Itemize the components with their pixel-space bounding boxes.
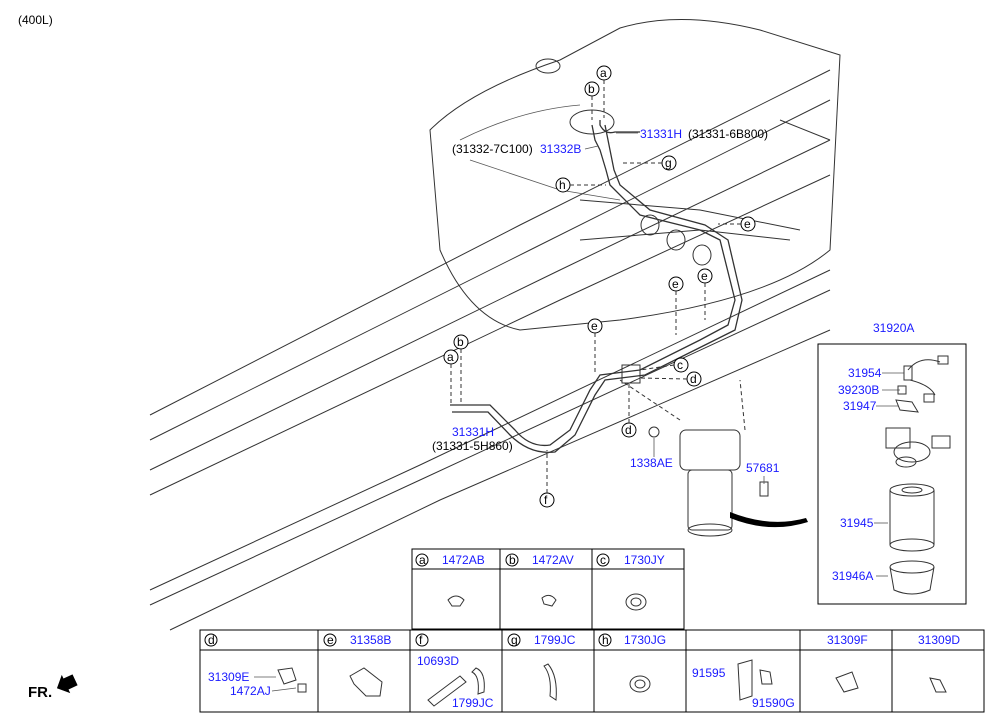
part-31946a: 31946A [832,569,873,583]
marker-c: c [677,358,683,372]
connector-31309f-icon [835,671,859,693]
marker-e-2: e [701,269,708,283]
legend-d-part-1472aj: 1472AJ [230,684,271,698]
legend-d-part-31309e: 31309E [208,670,249,684]
label-57681: 57681 [746,461,780,475]
pipe-label-31331h-bottom: 31331H [452,425,494,439]
label-1338ae: 1338AE [630,456,673,470]
marker-d-1: d [690,372,697,386]
diagram-markers: a b g h e e e e c d d b a f [443,65,756,508]
part-31945: 31945 [840,516,874,530]
marker-a-top: a [600,66,607,80]
part-39230b: 39230B [838,383,879,397]
legend-e-letter: e [327,633,334,647]
legend-f-part-1799jc: 1799JC [452,696,494,710]
legend-col7-part: 31309F [827,633,868,647]
part-31947: 31947 [843,399,877,413]
filter-assembly-box: 31920A 31954 39230B 31947 31945 31946A [817,321,967,605]
legend-top-row: a 1472AB b 1472AV c 1730JY [411,548,685,630]
part-31954: 31954 [848,366,882,380]
legend-b-letter: b [509,553,516,567]
marker-b-top: b [588,82,595,96]
marker-e-3: e [672,277,679,291]
pipe-label-31331h-top: 31331H [640,127,682,141]
legend-misc-part-91590g: 91590G [752,696,795,710]
fuel-pipes [450,120,743,454]
pipe-ref-31332-7c100: (31332-7C100) [452,142,533,156]
legend-c-part: 1730JY [624,553,665,567]
marker-e-1: e [744,217,751,231]
front-arrow-icon [56,674,78,694]
pipe-ref-31331-6b800: (31331-6B800) [688,127,768,141]
legend-bottom-row: d 31309E 1472AJ e 31358B f 10693D 1799JC… [199,629,985,713]
marker-e-4: e [591,319,598,333]
legend-h-part: 1730JG [624,633,666,647]
fuel-tank [429,19,841,331]
legend-h-letter: h [602,633,609,647]
marker-f: f [544,493,548,507]
legend-c-letter: c [600,553,606,567]
clip-1472av-icon [541,594,557,607]
clip-1472ab-icon [447,595,465,607]
bracket-91595-icon [737,659,753,701]
legend-f-letter: f [419,633,423,647]
clamp-31358b-icon [349,667,383,697]
marker-d-2: d [625,423,632,437]
marker-h: h [559,178,566,192]
grommet-1730jy-icon [625,593,647,611]
tank-cap [535,58,561,74]
assembly-title: 31920A [873,321,914,335]
grommet-1730jg-icon [629,675,651,693]
variant-label: (400L) [18,13,53,27]
legend-col8-part: 31309D [918,633,960,647]
clip-91590g-icon [759,669,773,685]
connector-31309e-icon [277,667,297,685]
marker-b-bottom: b [457,335,464,349]
marker-g: g [665,156,672,170]
legend-b-part: 1472AV [532,553,574,567]
fuel-filter-on-frame [619,364,808,537]
tie-1799jc-g-icon [543,663,557,701]
tie-1799jc-icon [471,667,485,695]
legend-d-letter: d [208,633,215,647]
clip-1472aj-icon [297,683,307,693]
legend-a-part: 1472AB [442,553,485,567]
tube-10693d-icon [427,675,467,707]
legend-g-part: 1799JC [534,633,576,647]
legend-misc-part-91595: 91595 [692,666,726,680]
pipe-ref-31331-5h860: (31331-5H860) [432,439,513,453]
legend-g-letter: g [511,633,518,647]
pipe-label-31332b: 31332B [540,142,581,156]
frame-rails [149,69,831,631]
legend-f-part-10693d: 10693D [417,654,459,668]
legend-e-part: 31358B [350,633,391,647]
connector-31309d-icon [929,677,947,693]
marker-a-bottom: a [447,350,454,364]
legend-a-letter: a [419,553,426,567]
front-label: FR. [28,684,52,701]
